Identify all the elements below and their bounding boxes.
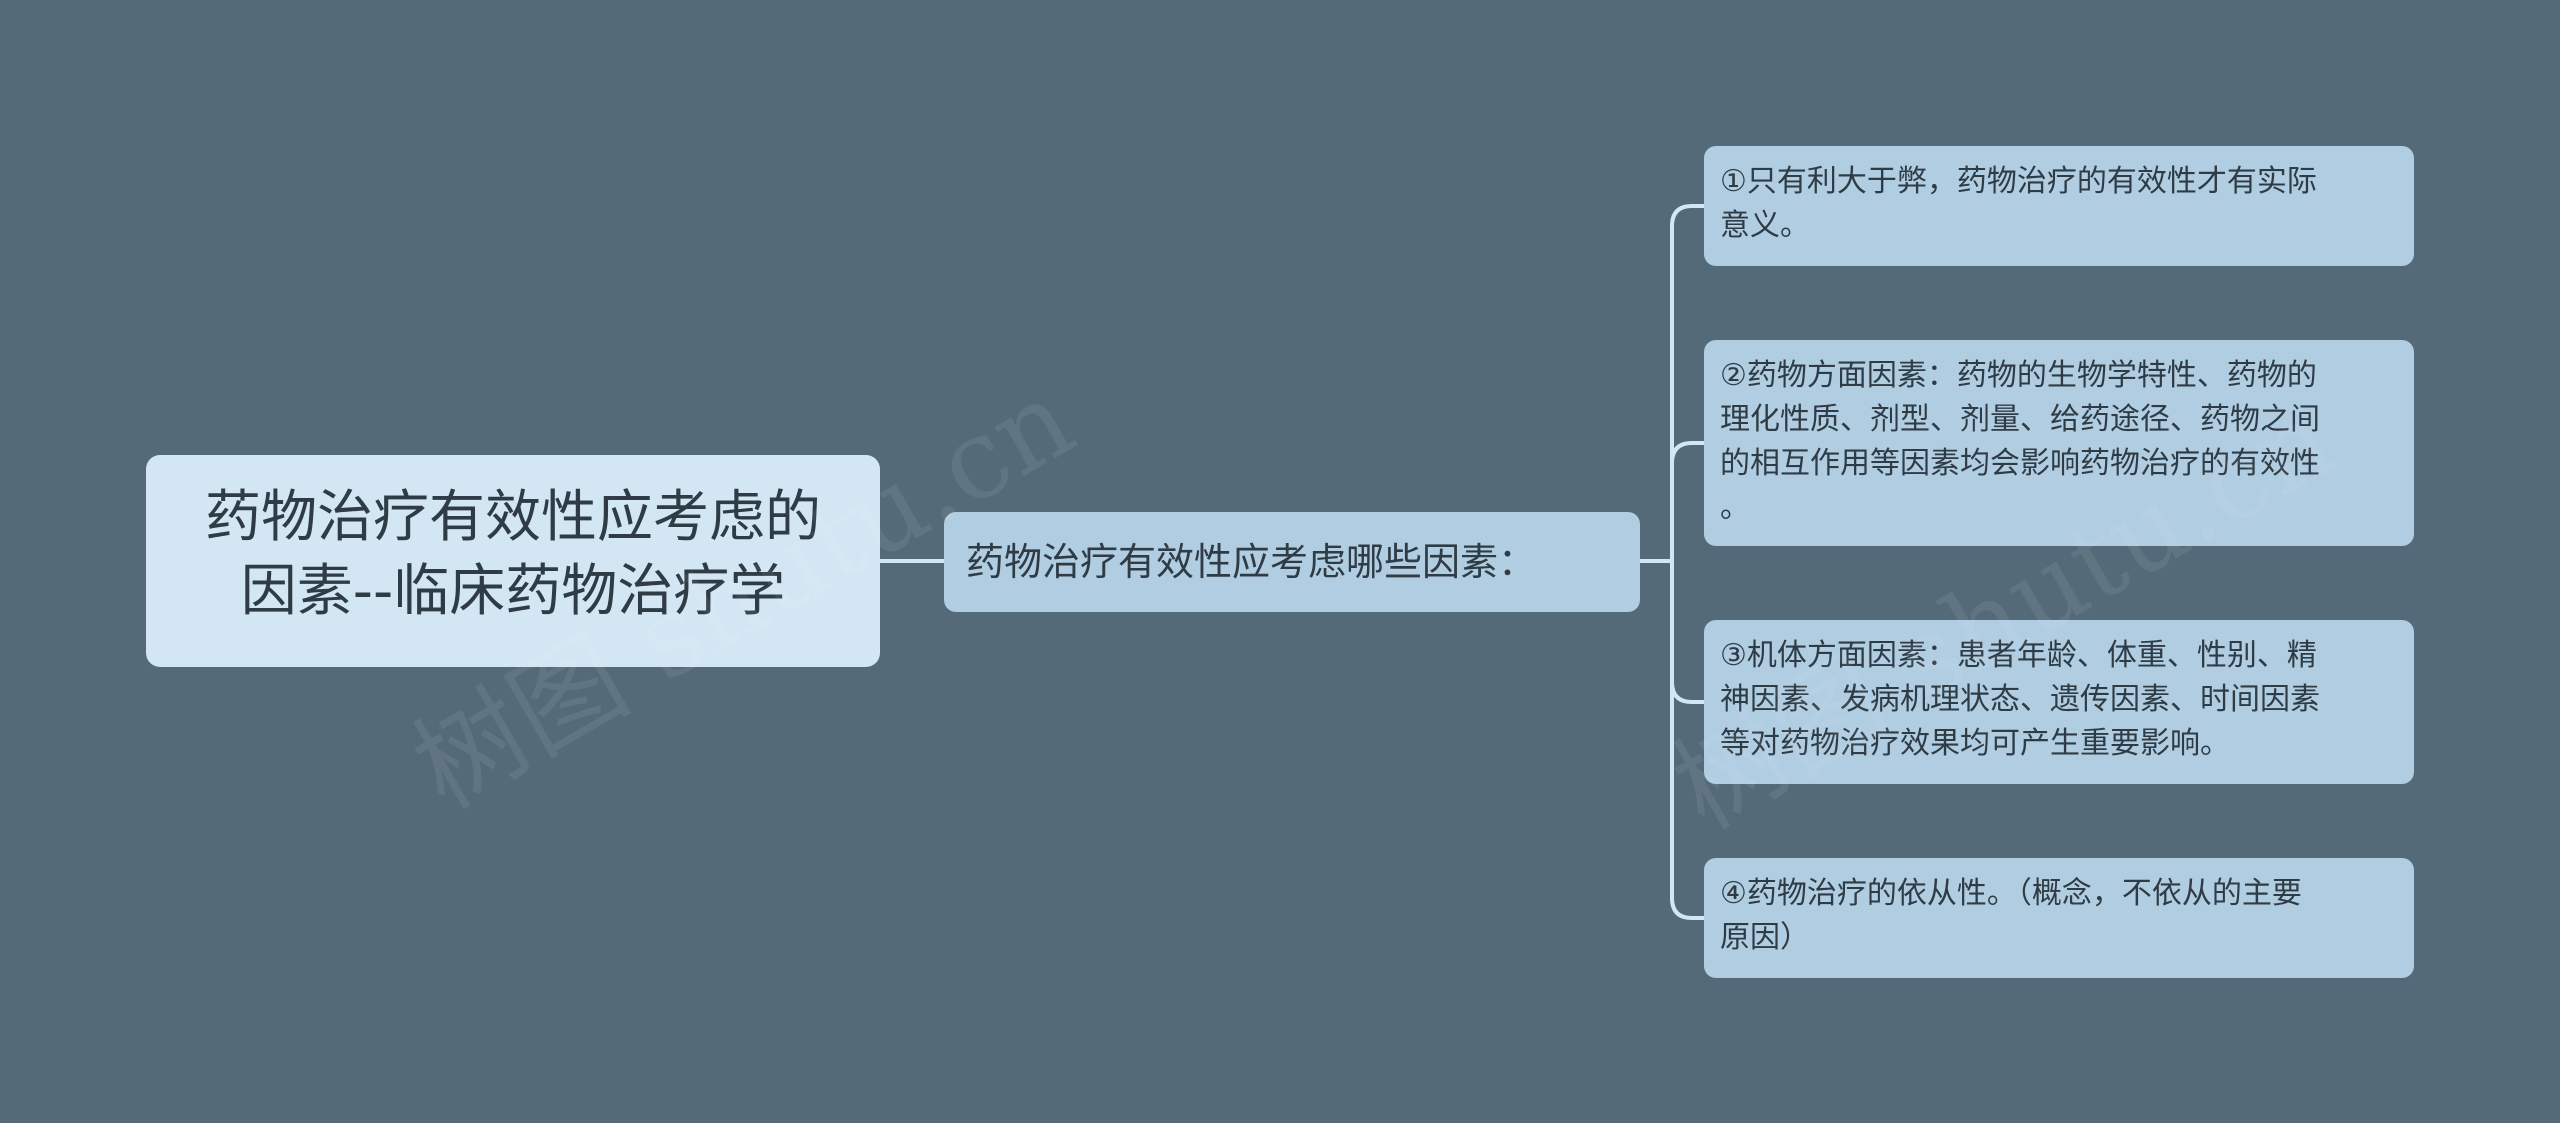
leaf-topic-1[interactable]: ①只有利大于弊，药物治疗的有效性才有实际 意义。 bbox=[1704, 146, 2414, 266]
root-topic-line-2: 因素--临床药物治疗学 bbox=[240, 559, 786, 624]
leaf-2-line-4: 。 bbox=[1720, 490, 1750, 525]
leaf-2-line-2: 理化性质、剂型、剂量、给药途径、药物之间 bbox=[1720, 402, 2320, 437]
connector-to-leaf-2 bbox=[1670, 441, 1704, 561]
root-topic-node[interactable]: 药物治疗有效性应考虑的 因素--临床药物治疗学 bbox=[146, 455, 880, 667]
leaf-2-line-1: ②药物方面因素：药物的生物学特性、药物的 bbox=[1720, 358, 2317, 393]
connector-to-leaf-3 bbox=[1670, 561, 1704, 704]
leaf-2-line-3: 的相互作用等因素均会影响药物治疗的有效性 bbox=[1720, 446, 2320, 481]
connector-to-leaf-4 bbox=[1670, 561, 1704, 920]
leaf-3-line-3: 等对药物治疗效果均可产生重要影响。 bbox=[1720, 726, 2230, 761]
leaf-1-line-2: 意义。 bbox=[1720, 208, 1810, 243]
leaf-topic-2[interactable]: ②药物方面因素：药物的生物学特性、药物的 理化性质、剂型、剂量、给药途径、药物之… bbox=[1704, 340, 2414, 546]
leaf-1-line-1: ①只有利大于弊，药物治疗的有效性才有实际 bbox=[1720, 164, 2317, 199]
leaf-3-line-1: ③机体方面因素：患者年龄、体重、性别、精 bbox=[1720, 638, 2317, 673]
connector-to-leaf-1 bbox=[1670, 204, 1704, 561]
leaf-4-line-2: 原因） bbox=[1720, 920, 1810, 955]
leaf-3-line-2: 神因素、发病机理状态、遗传因素、时间因素 bbox=[1720, 682, 2320, 717]
leaf-topic-3[interactable]: ③机体方面因素：患者年龄、体重、性别、精 神因素、发病机理状态、遗传因素、时间因… bbox=[1704, 620, 2414, 784]
root-topic-line-1: 药物治疗有效性应考虑的 bbox=[205, 485, 821, 550]
leaf-4-line-1: ④药物治疗的依从性。（概念，不依从的主要 bbox=[1720, 876, 2302, 911]
branch-topic-node[interactable]: 药物治疗有效性应考虑哪些因素： bbox=[944, 512, 1640, 612]
leaf-topic-4[interactable]: ④药物治疗的依从性。（概念，不依从的主要 原因） bbox=[1704, 858, 2414, 978]
